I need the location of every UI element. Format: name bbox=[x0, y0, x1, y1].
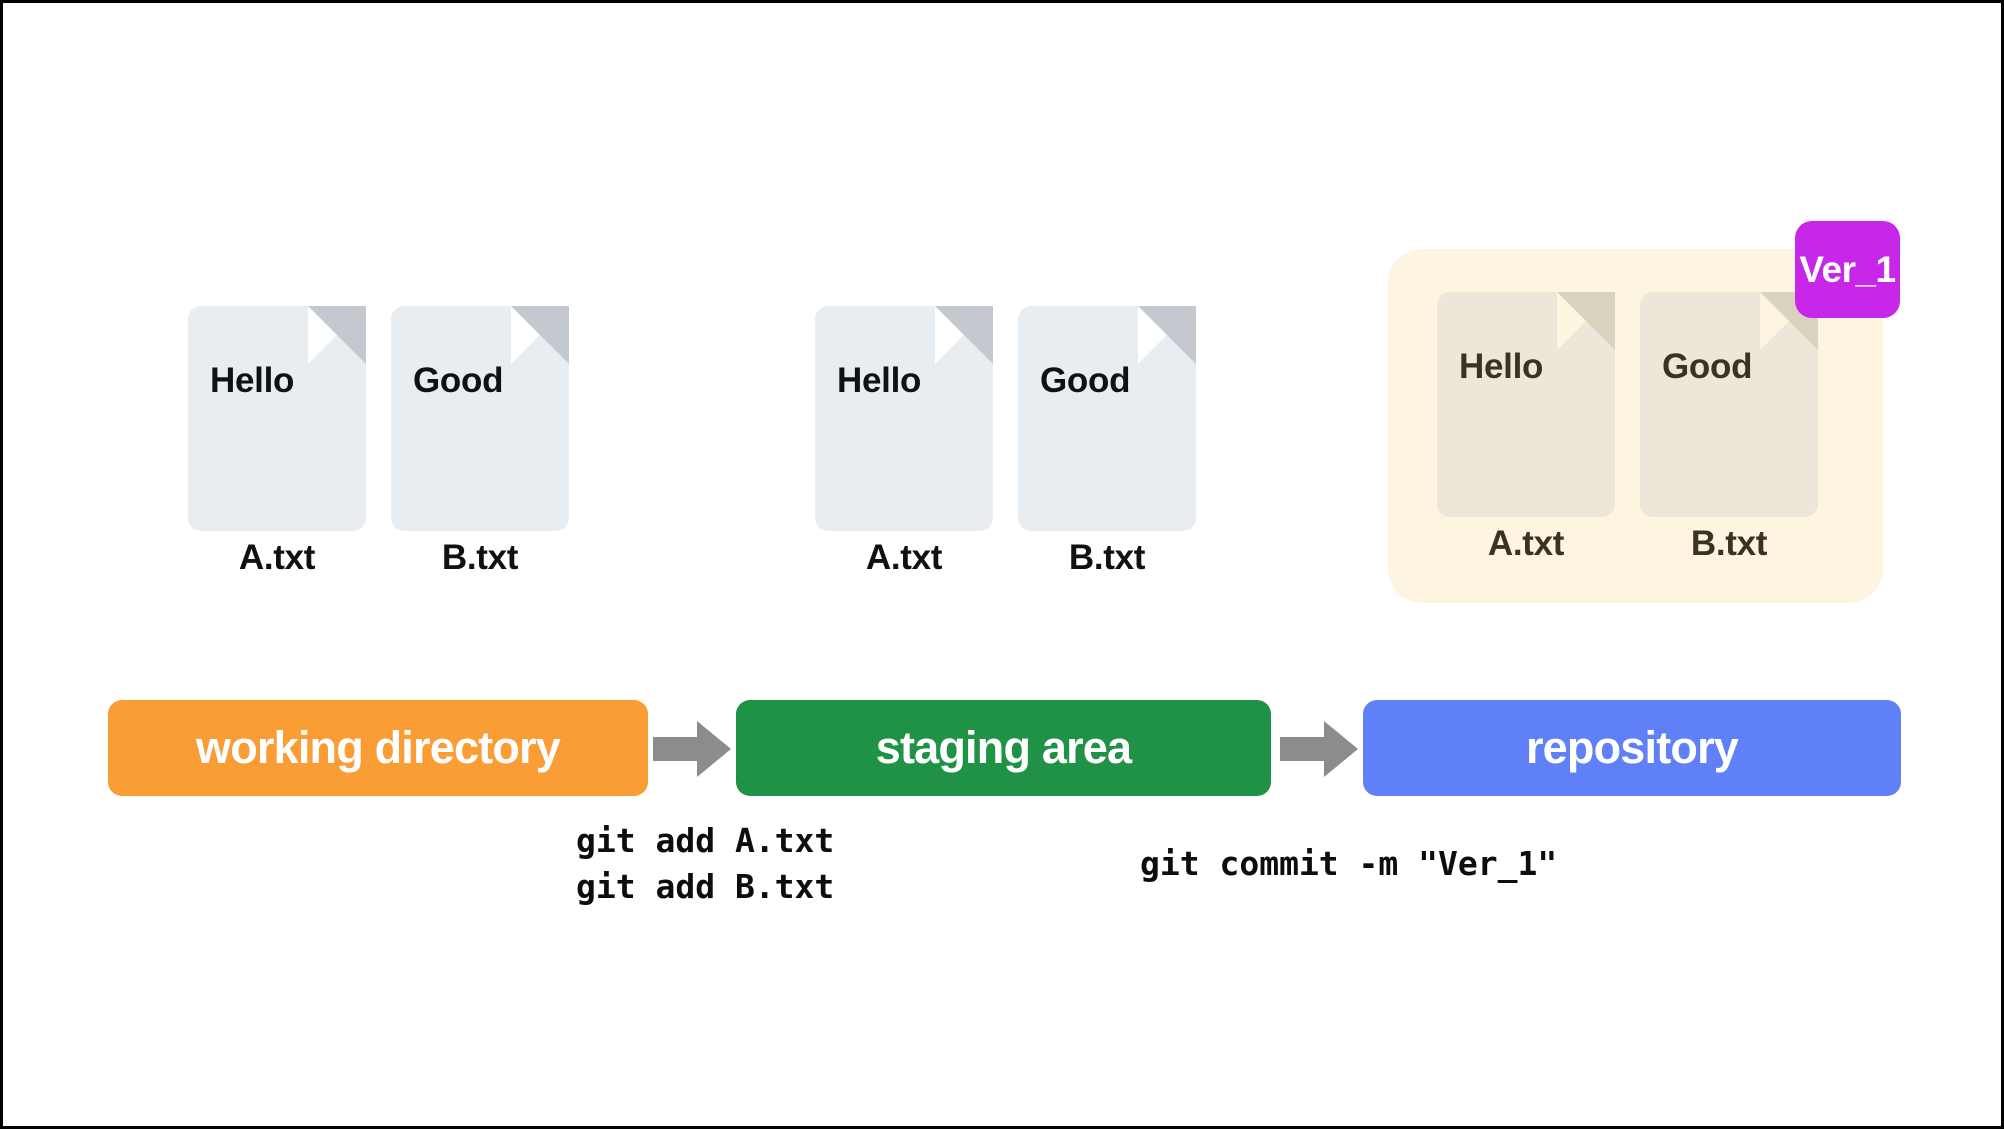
file-name-label: A.txt bbox=[238, 538, 316, 577]
file-corner-fold-icon bbox=[935, 306, 993, 364]
file-corner-fold-icon bbox=[1138, 306, 1196, 364]
file-icon: Hello bbox=[815, 306, 993, 531]
file-corner-fold-icon bbox=[1557, 292, 1615, 350]
command-caption-git-commit: git commit -m "Ver_1" bbox=[1140, 844, 1558, 883]
file-card-working-a: Hello A.txt bbox=[188, 306, 366, 577]
file-content-text: Good bbox=[1040, 361, 1131, 400]
file-icon: Good bbox=[391, 306, 569, 531]
file-icon: Good bbox=[1018, 306, 1196, 531]
file-name-label: B.txt bbox=[1068, 538, 1146, 577]
stage-box-working-directory[interactable]: working directory bbox=[108, 700, 648, 796]
stage-box-repository[interactable]: repository bbox=[1363, 700, 1901, 796]
right-block-arrow-icon bbox=[653, 721, 731, 777]
file-card-staging-b: Good B.txt bbox=[1018, 306, 1196, 577]
file-card-repository-b: Good B.txt bbox=[1640, 292, 1818, 563]
file-name-label: B.txt bbox=[1690, 524, 1768, 563]
command-caption-git-add: git add A.txt git add B.txt bbox=[576, 821, 835, 906]
file-name-label: A.txt bbox=[865, 538, 943, 577]
file-content-text: Good bbox=[413, 361, 504, 400]
file-corner-fold-icon bbox=[511, 306, 569, 364]
file-card-staging-a: Hello A.txt bbox=[815, 306, 993, 577]
file-content-text: Good bbox=[1662, 347, 1753, 386]
right-block-arrow-icon bbox=[1280, 721, 1358, 777]
file-card-working-b: Good B.txt bbox=[391, 306, 569, 577]
file-name-label: A.txt bbox=[1487, 524, 1565, 563]
version-badge[interactable]: Ver_1 bbox=[1795, 221, 1900, 318]
file-icon: Hello bbox=[1437, 292, 1615, 517]
file-content-text: Hello bbox=[837, 361, 922, 400]
file-corner-fold-icon bbox=[308, 306, 366, 364]
file-name-label: B.txt bbox=[441, 538, 519, 577]
file-content-text: Hello bbox=[210, 361, 295, 400]
file-icon: Hello bbox=[188, 306, 366, 531]
stage-box-staging-area[interactable]: staging area bbox=[736, 700, 1271, 796]
file-card-repository-a: Hello A.txt bbox=[1437, 292, 1615, 563]
file-icon: Good bbox=[1640, 292, 1818, 517]
file-content-text: Hello bbox=[1459, 347, 1544, 386]
